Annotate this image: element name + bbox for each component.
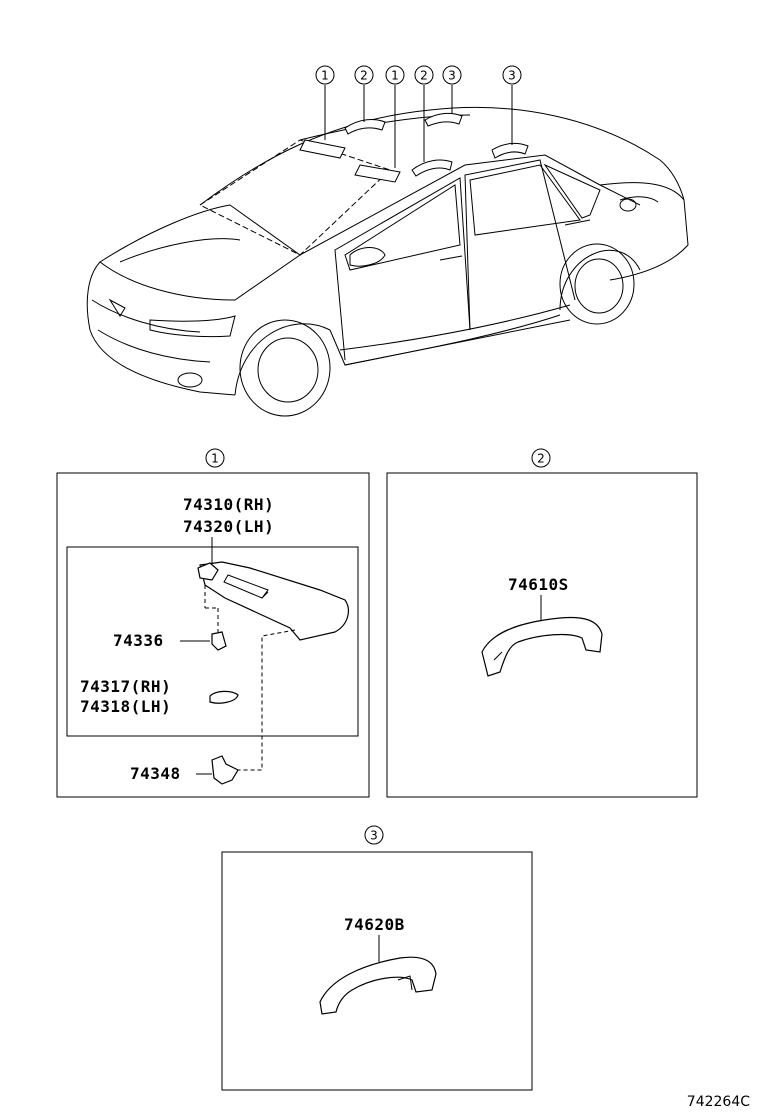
car-sunvisor-right <box>354 164 401 183</box>
car-grip-rear-left <box>424 112 463 127</box>
car-callout-label: 3 <box>508 69 516 83</box>
panel-1: 1 74310(RH) 74320(LH) 74336 74317(RH) 74… <box>56 448 370 798</box>
part-label: 74310(RH) <box>183 495 274 514</box>
holder-74348 <box>211 755 239 785</box>
part-label: 74348 <box>130 764 181 783</box>
car-callout: 1 <box>315 65 335 140</box>
part-label: 74317(RH) <box>80 677 171 696</box>
part-label: 74610S <box>508 575 569 594</box>
part-label: 74318(LH) <box>80 697 171 716</box>
roof-parts <box>299 112 529 183</box>
sun-visor <box>199 561 349 641</box>
car-callouts: 1 2 1 2 3 3 <box>315 65 522 168</box>
assist-grip-74610s <box>481 616 603 677</box>
panel-callout: 2 <box>537 452 545 466</box>
panel-2: 2 74610S <box>386 448 698 798</box>
panel-callout: 3 <box>370 829 378 843</box>
part-label: 74336 <box>113 631 164 650</box>
car-sunvisor-left <box>299 139 346 159</box>
car-callout-label: 1 <box>321 69 329 83</box>
car-callout-label: 2 <box>420 69 428 83</box>
car-grip-front-right <box>411 159 453 177</box>
panel-3: 3 74620B <box>221 825 533 1091</box>
clip-74336 <box>211 631 227 651</box>
diagram-code: 742264C <box>687 1094 750 1110</box>
car-callout: 3 <box>442 65 462 114</box>
car-callout-label: 1 <box>391 69 399 83</box>
panel-callout: 1 <box>211 452 219 466</box>
car-callout: 2 <box>414 65 434 162</box>
car-illustration <box>86 106 689 417</box>
car-callout-label: 2 <box>360 69 368 83</box>
car-callout: 1 <box>385 65 405 168</box>
car-grip-front-left <box>344 119 386 135</box>
part-label: 74620B <box>344 915 405 934</box>
screw-cover <box>209 690 239 704</box>
assist-grip-74620b <box>319 956 437 1015</box>
car-callout: 2 <box>354 65 374 122</box>
car-callout-label: 3 <box>448 69 456 83</box>
part-label: 74320(LH) <box>183 517 274 536</box>
car-grip-rear-right <box>491 142 529 159</box>
car-callout: 3 <box>502 65 522 145</box>
